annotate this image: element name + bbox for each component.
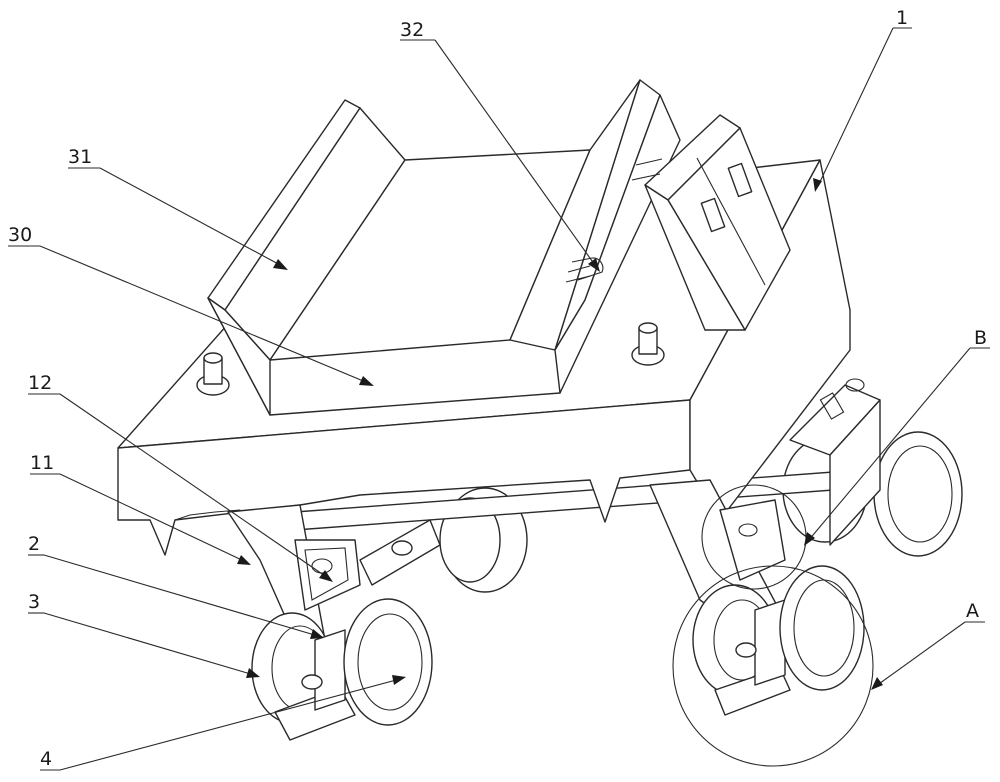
label-12: 12 — [28, 372, 52, 394]
label-11: 11 — [30, 452, 54, 474]
detail-circle-a — [672, 565, 874, 767]
label-30: 30 — [8, 224, 32, 246]
label-31: 31 — [68, 146, 92, 168]
label-3: 3 — [28, 591, 40, 613]
rear-axle-bolt — [391, 540, 413, 556]
tower-1 — [631, 114, 791, 331]
front-left-assembly — [227, 504, 433, 741]
cradle-31 — [207, 79, 681, 416]
label-4: 4 — [40, 748, 52, 770]
right-wheel-bracket-b — [789, 378, 881, 546]
bolt-right — [631, 322, 665, 366]
front-right-assembly — [649, 479, 865, 716]
bolt-left — [196, 352, 230, 396]
label-a: A — [966, 600, 979, 622]
label-2: 2 — [28, 533, 40, 555]
label-b: B — [974, 327, 987, 349]
u-handle-32 — [565, 257, 604, 283]
label-32: 32 — [400, 19, 424, 41]
label-1: 1 — [896, 7, 908, 29]
